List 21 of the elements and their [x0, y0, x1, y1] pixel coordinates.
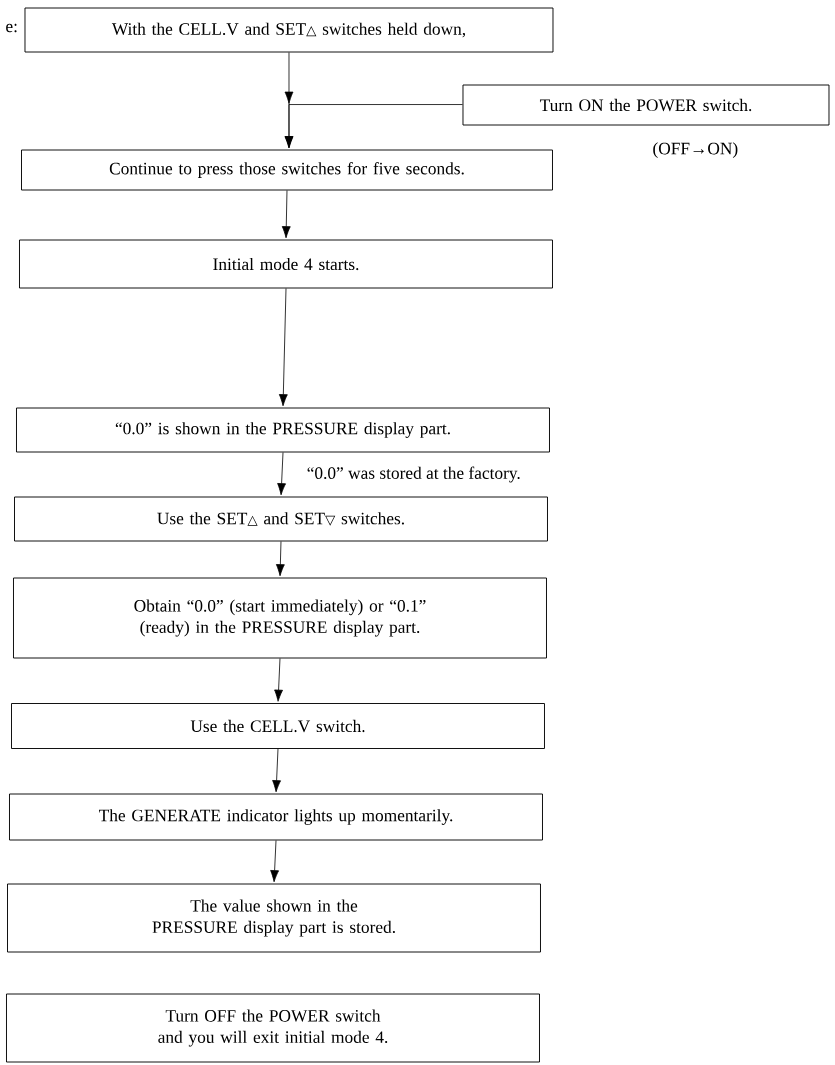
arrow: [284, 91, 463, 149]
arrow: [281, 190, 291, 239]
edge-label: “0.0” was stored at the factory.: [307, 466, 520, 483]
process-box: The value shown in the PRESSURE display part is stored.: [7, 883, 541, 953]
process-box: With the CELL.V and SET△ switches held down,: [24, 7, 554, 53]
process-box: Use the SET△ and SET▽ switches.: [14, 496, 548, 542]
process-box: Continue to press those switches for five seconds.: [21, 149, 553, 191]
process-box: The GENERATE indicator lights up momentarily.: [9, 793, 543, 841]
process-box: Initial mode 4 starts.: [19, 239, 553, 289]
arrow: [278, 288, 288, 407]
arrow: [274, 658, 283, 702]
arrow: [270, 840, 279, 883]
process-box: “0.0” is shown in the PRESSURE display part.: [16, 407, 550, 453]
arrow: [275, 541, 285, 577]
process-box: Obtain “0.0” (start immediately) or “0.1” (ready) in the PRESSURE display part.: [13, 577, 547, 659]
process-box: Turn ON the POWER switch.: [462, 84, 830, 126]
note-text: (OFF→ON): [653, 142, 738, 158]
process-box: Turn OFF the POWER switch and you will exit initial mode 4.: [6, 993, 540, 1063]
arrow: [272, 748, 281, 793]
arrow: [277, 452, 286, 496]
process-box: Use the CELL.V switch.: [11, 703, 545, 749]
